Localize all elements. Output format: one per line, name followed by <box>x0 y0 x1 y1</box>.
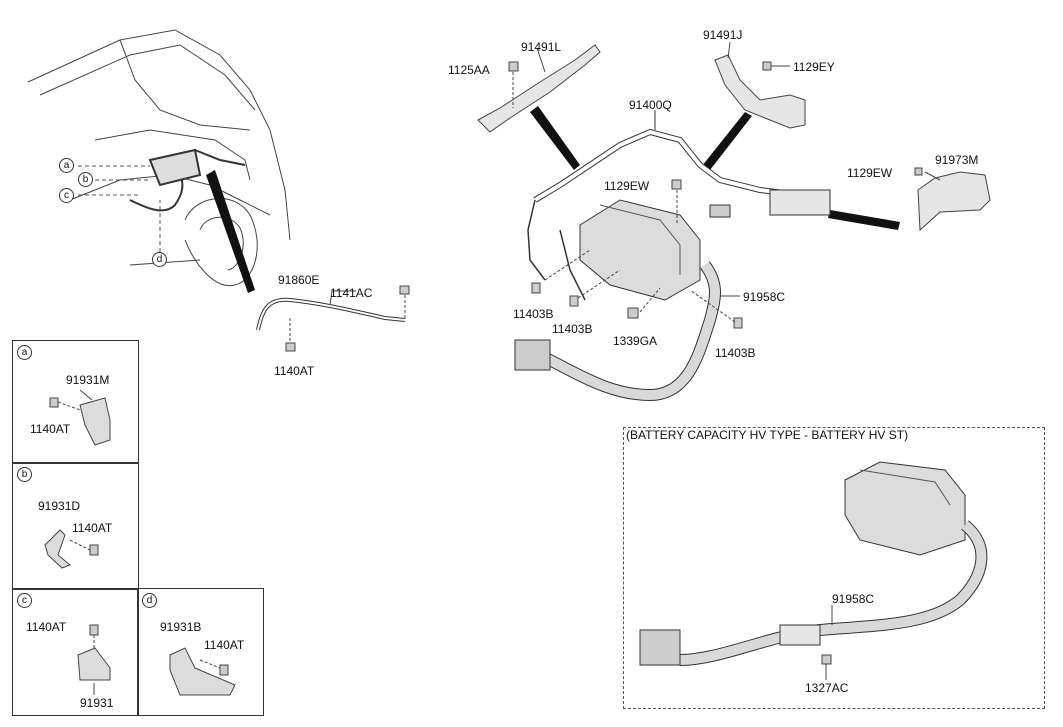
inset-c-tag: c <box>17 593 32 608</box>
bracket-91973M <box>914 167 991 232</box>
inset-box-d: d <box>137 588 264 716</box>
inset-c-bolt: 1140AT <box>26 620 67 634</box>
label-1140AT-main: 1140AT <box>274 364 315 378</box>
label-11403B-b: 11403B <box>552 322 593 336</box>
alt-battery-panel <box>623 427 1045 709</box>
inset-b-bolt: 1140AT <box>72 521 113 535</box>
inset-b-part: 91931D <box>38 499 81 513</box>
battery-pack-main <box>579 179 701 301</box>
battery-cable-91860E <box>256 285 410 352</box>
label-1129EY: 1129EY <box>793 60 835 74</box>
label-11403B-a: 11403B <box>513 307 554 321</box>
inset-b-tag: b <box>17 467 32 482</box>
label-1125AA: 1125AA <box>448 63 490 77</box>
label-91958C-main: 91958C <box>743 290 786 304</box>
callout-b: b <box>78 172 93 187</box>
inset-a-part: 91931M <box>66 373 110 387</box>
label-91958C-alt: 91958C <box>832 592 875 606</box>
label-1129EW-b: 1129EW <box>847 166 893 180</box>
label-1327AC: 1327AC <box>805 681 849 695</box>
inset-d-tag: d <box>142 593 157 608</box>
inset-a-drawing <box>49 389 111 446</box>
label-1141AC: 1141AC <box>330 286 373 300</box>
main-harness-91400Q <box>527 110 831 301</box>
label-91400Q: 91400Q <box>629 98 672 112</box>
inset-b-drawing <box>44 529 99 569</box>
callout-d: d <box>152 252 167 267</box>
inset-c-part: 91931 <box>80 696 114 710</box>
inset-d-part: 91931B <box>160 620 202 634</box>
label-1129EW-a: 1129EW <box>604 179 650 193</box>
inset-box-a: a <box>12 340 139 464</box>
label-91491L: 91491L <box>521 40 562 54</box>
vehicle-outline <box>27 29 291 287</box>
label-91860E: 91860E <box>278 273 320 287</box>
inset-box-b: b <box>12 462 139 590</box>
label-1339GA: 1339GA <box>613 334 658 348</box>
inset-a-bolt: 1140AT <box>30 422 71 436</box>
label-11403B-c: 11403B <box>715 346 756 360</box>
alt-panel-title: (BATTERY CAPACITY HV TYPE - BATTERY HV S… <box>626 428 909 442</box>
label-91491J: 91491J <box>703 28 743 42</box>
battery-pack-alt <box>639 461 988 680</box>
inset-d-bolt: 1140AT <box>204 638 245 652</box>
inset-d-drawing <box>169 647 236 696</box>
label-91973M: 91973M <box>935 153 979 167</box>
callout-c: c <box>59 188 74 203</box>
inset-c-drawing <box>77 624 111 695</box>
inset-box-c: c <box>12 588 139 716</box>
inset-a-tag: a <box>17 345 32 360</box>
bracket-91491L <box>477 44 601 133</box>
callout-a: a <box>59 158 74 173</box>
bracket-91491J <box>714 41 806 129</box>
hv-cable-91958C-main <box>514 261 740 402</box>
vehicle-harness <box>129 148 246 212</box>
